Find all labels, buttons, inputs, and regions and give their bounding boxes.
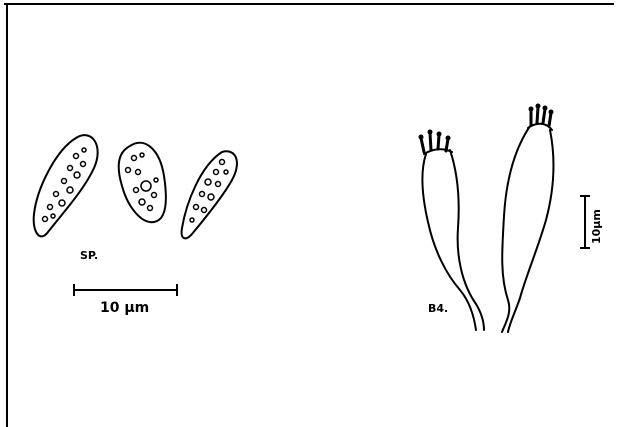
spore-right (182, 151, 237, 238)
spores-scale-bar (74, 284, 177, 296)
basidium-right (502, 104, 554, 333)
basidia-label: B4. (428, 302, 448, 315)
basidium-left (419, 130, 485, 331)
spore-middle (119, 143, 166, 222)
basidia-scale-bar (580, 196, 590, 248)
spores-label: SP. (80, 249, 98, 262)
spores-scale-label: 10 µm (100, 300, 149, 316)
basidia-scale-label: 10µm (590, 209, 603, 244)
spore-left (34, 135, 98, 236)
plate-frame (4, 4, 614, 427)
